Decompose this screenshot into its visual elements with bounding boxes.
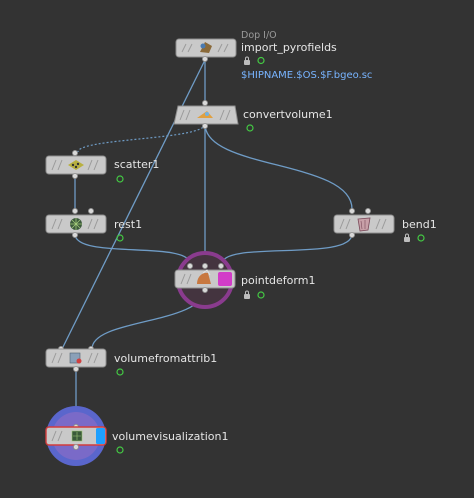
display-flag-indicator-icon[interactable]	[116, 368, 124, 376]
node-bend1[interactable]: bend1	[333, 207, 437, 242]
node-name-label: volumefromattrib1	[114, 352, 217, 365]
output-port[interactable]	[72, 231, 79, 238]
node-stripes	[339, 218, 387, 230]
node-stripes	[51, 218, 99, 230]
bend-icon	[357, 217, 371, 232]
output-port[interactable]	[201, 123, 208, 130]
output-port[interactable]	[72, 172, 79, 179]
node-stripes	[51, 352, 99, 364]
input-port[interactable]	[217, 262, 224, 269]
wire-rest-to-pointdeform[interactable]	[74, 233, 191, 265]
node-rest1[interactable]: rest1	[45, 207, 142, 242]
node-category-label: Dop I/O	[241, 30, 277, 41]
node-name-label: import_pyrofields	[241, 41, 337, 54]
input-port[interactable]	[88, 207, 95, 214]
input-port[interactable]	[186, 262, 193, 269]
display-flag-indicator-icon[interactable]	[116, 446, 124, 454]
node-stripes	[179, 109, 231, 121]
node-stripes	[181, 43, 229, 53]
output-port[interactable]	[201, 286, 208, 293]
volume-visualization-icon	[71, 430, 83, 442]
node-convertvolume1[interactable]: convertvolume1	[173, 100, 333, 132]
display-flag-indicator-icon[interactable]	[257, 291, 265, 299]
wire-convertvolume-to-scatter[interactable]	[77, 123, 206, 153]
node-name-label: volumevisualization1	[112, 430, 228, 443]
node-import-pyrofields[interactable]: Dop I/O import_pyrofields $HIPNAME.$OS.$…	[175, 30, 372, 81]
display-flag-indicator-icon[interactable]	[116, 234, 124, 242]
node-name-label: convertvolume1	[243, 108, 333, 121]
output-port[interactable]	[73, 365, 80, 372]
node-name-label: rest1	[114, 218, 142, 231]
input-port[interactable]	[72, 149, 79, 156]
input-port[interactable]	[348, 207, 355, 214]
node-stripes	[180, 273, 192, 285]
point-deform-icon	[197, 269, 211, 284]
output-port[interactable]	[348, 231, 355, 238]
node-volumefromattrib1[interactable]: volumefromattrib1	[45, 345, 217, 376]
dop-io-icon	[200, 42, 212, 53]
wire-bend-to-pointdeform[interactable]	[221, 233, 353, 265]
node-stripes	[51, 159, 99, 171]
display-flag-indicator-icon[interactable]	[417, 234, 425, 242]
lock-icon[interactable]	[244, 56, 250, 65]
input-port[interactable]	[201, 262, 208, 269]
node-volumevisualization1[interactable]: volumevisualization1	[45, 406, 228, 466]
node-name-label: bend1	[402, 218, 437, 231]
node-scatter1[interactable]: scatter1	[45, 149, 159, 183]
template-flag-icon[interactable]	[218, 272, 232, 286]
input-port[interactable]	[72, 207, 79, 214]
convert-volume-icon	[197, 111, 213, 118]
display-flag-indicator-icon[interactable]	[246, 124, 254, 132]
display-flag-indicator-icon[interactable]	[116, 175, 124, 183]
scatter-icon	[68, 160, 84, 170]
output-port[interactable]	[73, 443, 80, 450]
node-file-path: $HIPNAME.$OS.$F.bgeo.sc	[241, 70, 372, 81]
node-stripes	[51, 430, 63, 442]
input-port[interactable]	[201, 100, 208, 107]
lock-icon[interactable]	[404, 233, 410, 242]
display-flag-indicator-icon[interactable]	[257, 56, 265, 65]
display-flag-icon[interactable]	[96, 428, 105, 444]
input-port[interactable]	[364, 207, 371, 214]
rest-sphere-icon	[70, 218, 82, 230]
node-pointdeform1[interactable]: pointdeform1	[174, 251, 315, 309]
lock-icon[interactable]	[244, 290, 250, 299]
output-port[interactable]	[201, 56, 208, 63]
wire-convertvolume-to-bend[interactable]	[204, 123, 353, 210]
node-name-label: pointdeform1	[241, 274, 315, 287]
node-name-label: scatter1	[114, 158, 159, 171]
volume-from-attrib-icon	[69, 352, 82, 364]
wire-import-to-volumefromattrib[interactable]	[61, 59, 206, 350]
